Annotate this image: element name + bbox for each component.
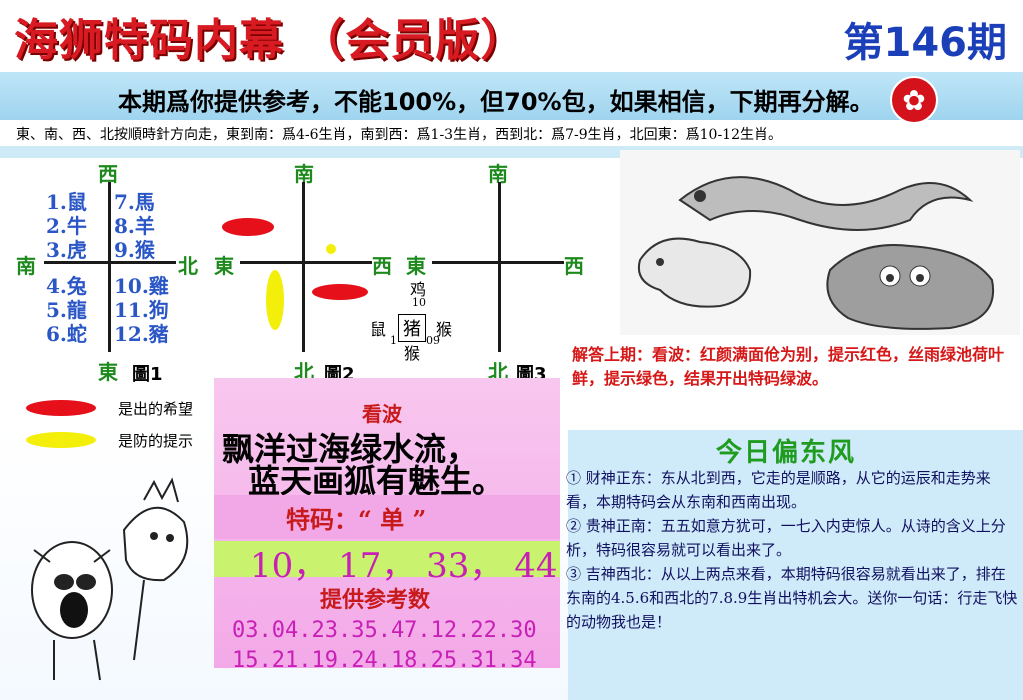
tip-poem-line-1: 飘洋过海绿水流， — [222, 430, 479, 468]
figure1-caption: 圖1 — [132, 364, 163, 385]
last-issue-answer: 解答上期：看波：红颜满面伧为别，提示红色，丝雨绿池荷叶鲜，提示绿色，结果开出特码… — [572, 345, 1005, 388]
figure1-left-label: 南 — [16, 254, 36, 278]
red-oval-hope — [312, 284, 368, 300]
figure2-right-label: 西 — [372, 254, 392, 278]
zodiac-8: 8.羊 — [114, 214, 155, 238]
wind-list: ① 财神正东：东从北到西，它走的是顺路，从它的运辰和走势来看，本期特码会从东南和… — [566, 466, 1018, 634]
numbers-row-bg — [214, 541, 560, 577]
red-oval-hope — [222, 218, 274, 236]
figure3-left-number: 1 — [390, 334, 397, 347]
zodiac-animals-icon — [638, 176, 995, 330]
zodiac-3: 3.虎 — [46, 238, 87, 262]
figure3-top-animal: 鸡 — [410, 280, 427, 299]
figure1-bottom-label: 東 — [98, 360, 118, 384]
figure1-v-axis — [108, 182, 111, 352]
dragon-horse-tiger-illustration — [620, 150, 1020, 335]
figure3-v-axis — [498, 182, 501, 352]
reference-numbers-row-1: 03.04.23.35.47.12.22.30 — [232, 618, 537, 643]
wind-item: ② 贵神正南：五五如意方犹可，一七入内吏惊人。从诗的含义上分析，特码很容易就可以… — [566, 517, 1006, 559]
figure3-bottom-animal: 猴 — [404, 344, 421, 363]
zodiac-6: 6.蛇 — [46, 322, 87, 346]
yellow-oval-guard — [266, 270, 284, 330]
figure2-v-axis — [302, 182, 305, 352]
zodiac-7: 7.馬 — [114, 190, 155, 214]
figure3-right-label: 西 — [564, 254, 584, 278]
legend-yellow-label: 是防的提示 — [118, 432, 194, 450]
banner-text: 本期爲你提供参考，不能100%，但70%包，如果相信，下期再分解。 — [118, 88, 874, 116]
figure-2: 南 東 西 北 圖2 — [212, 156, 402, 385]
figure3-left-label: 東 — [406, 254, 426, 278]
zodiac-12: 12.豬 — [114, 322, 169, 346]
zodiac-2: 2.牛 — [46, 214, 87, 238]
page-title: 海狮特码内幕 （会员版） — [14, 15, 526, 66]
figure3-left-animal: 鼠 — [370, 320, 387, 339]
legend-red-oval — [26, 400, 96, 416]
tip-poem-line-2: 蓝天画狐有魅生。 — [248, 462, 505, 500]
bauhinia-emblem-icon: ✿ — [890, 76, 938, 124]
wind-item: ③ 吉神西北：从以上两点来看，本期特码很容易就看出来了，排在东南的4.5.6和西… — [566, 565, 1018, 631]
wind-title: 今日偏东风 — [716, 438, 857, 468]
zodiac-4: 4.兔 — [46, 274, 87, 298]
figure-3: 南 東 西 北 鸡 10 鼠 1 猪 猴 09 猴 圖3 — [370, 156, 602, 385]
zodiac-1: 1.鼠 — [46, 190, 87, 214]
figure1-right-label: 北 — [178, 254, 198, 278]
figure2-top-label: 南 — [294, 162, 314, 186]
wind-item: ① 财神正东：东从北到西，它走的是顺路，从它的运辰和走势来看，本期特码会从东南和… — [566, 469, 991, 511]
reference-numbers-row-2: 15.21.19.24.18.25.31.34 — [232, 648, 537, 673]
figure-1: 西 南 北 東 1.鼠 2.牛 3.虎 4.兔 5.龍 6.蛇 7.馬 8.羊 … — [10, 156, 210, 385]
reference-numbers-title: 提供参考数 — [320, 587, 431, 613]
figure2-left-label: 東 — [214, 254, 234, 278]
zodiac-9: 9.猴 — [114, 238, 155, 262]
figure1-top-label: 西 — [98, 162, 118, 186]
direction-rule-text: 東、南、西、北按順時針方向走，東到南：爲4-6生肖，南到西：爲1-3生肖，西到北… — [16, 127, 782, 143]
zodiac-5: 5.龍 — [46, 298, 87, 322]
issue-number: 第146期 — [843, 20, 1008, 66]
zodiac-11: 11.狗 — [114, 298, 169, 322]
figure3-right-animal: 猴 — [436, 320, 453, 339]
legend-yellow-oval — [26, 432, 96, 448]
special-code-hint: 特码：“ 单 ” — [286, 505, 427, 534]
figure3-top-label: 南 — [488, 162, 508, 186]
recommended-numbers: 10， 17， 33， 44 — [250, 546, 558, 586]
figure3-center-animal: 猪 — [398, 314, 426, 342]
tip-heading: 看波 — [362, 402, 402, 426]
wind-panel — [568, 430, 1023, 700]
cartoon-monkey-and-rooster-illustration — [31, 477, 189, 681]
figure3-top-number: 10 — [412, 296, 426, 309]
tema-row-bg — [214, 495, 560, 539]
legend-red-label: 是出的希望 — [118, 400, 194, 418]
yellow-dot-guard — [326, 244, 336, 254]
banner-band — [0, 72, 1023, 120]
figure2-h-axis — [240, 261, 372, 264]
zodiac-10: 10.雞 — [114, 274, 169, 298]
figure3-right-number: 09 — [426, 334, 440, 347]
